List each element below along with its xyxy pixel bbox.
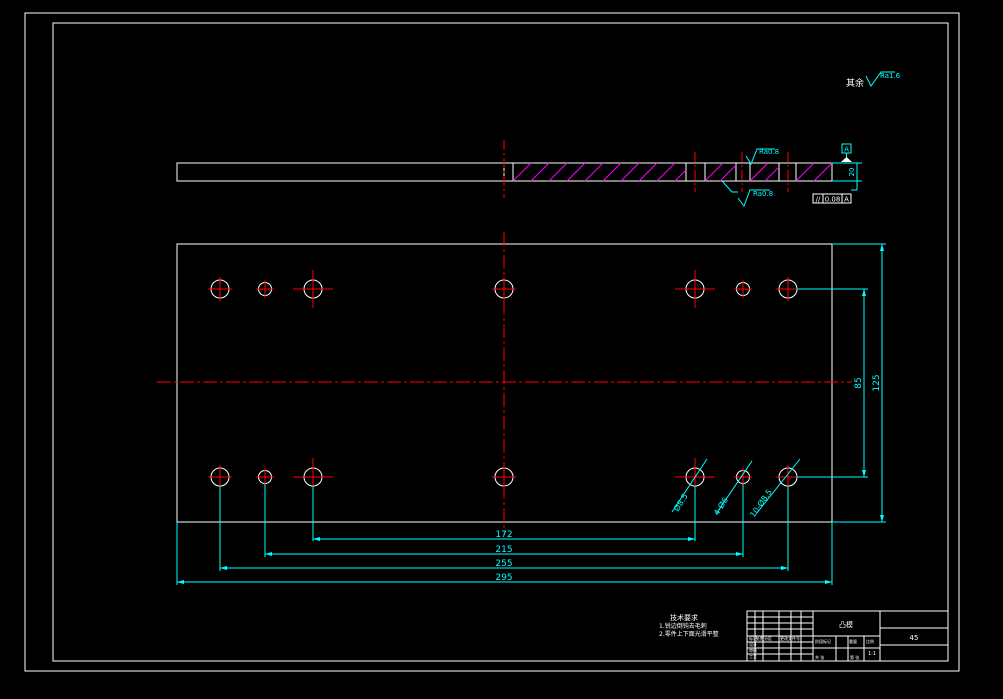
side-thickness-text: 20 xyxy=(848,168,856,177)
tb-sheets: 共 张 xyxy=(815,654,824,660)
horizontal-dimensions xyxy=(176,484,833,585)
roughness-top-text: Ra0.8 xyxy=(759,148,779,156)
roughness-symbol-icon xyxy=(865,71,895,87)
hole-callout-c-text: 10-Ø8.5 xyxy=(747,487,774,519)
tb-ratio: 比例 xyxy=(866,638,874,644)
tb-mark1: 标记 xyxy=(749,635,757,641)
tb-weight: 重量 xyxy=(849,638,857,644)
drawing-frame xyxy=(24,12,960,672)
side-view-centerlines xyxy=(503,140,789,198)
flatness-tolerance-text: 0.08 xyxy=(825,196,841,204)
flatness-datum-text: A xyxy=(844,196,849,204)
global-roughness-note: 其余 Ra1.6 xyxy=(846,71,901,89)
roughness-bottom-icon xyxy=(737,189,770,208)
tech-notes-line2: 2.零件上下面光滑平整 xyxy=(659,630,719,638)
dim-215-text: 215 xyxy=(495,545,512,555)
dim-85-text: 85 xyxy=(854,377,864,388)
dim-125-text: 125 xyxy=(872,374,882,391)
tb-craft: 工艺 xyxy=(749,654,757,659)
roughness-prefix-text: 其余 xyxy=(846,77,864,89)
roughness-top-icon xyxy=(745,148,775,166)
hole-callout-a-text: Ø8.5 xyxy=(671,492,690,513)
tb-scale: 1:1 xyxy=(868,651,876,657)
flatness-frame: // 0.08 A xyxy=(812,181,858,204)
vertical-dimensions xyxy=(797,243,886,523)
roughness-global-text: Ra1.6 xyxy=(880,72,901,80)
outer-border xyxy=(24,12,960,672)
tb-stage: 阶段标记 xyxy=(815,638,831,644)
hole-callout-b-text: 4-Ø6 xyxy=(711,495,730,517)
tb-part-name: 凸模 xyxy=(839,620,853,629)
tb-mark4: 更改文件号 xyxy=(780,635,800,641)
tech-notes-title: 技术要求 xyxy=(670,613,698,622)
tb-mark2: 处数 xyxy=(756,635,764,641)
vertical-dimension-arrows xyxy=(862,244,884,522)
flatness-symbol: // xyxy=(816,196,821,204)
tb-check: 审核 xyxy=(749,647,757,653)
technical-notes: 技术要求 1.锐边倒钝去毛刺 2.零件上下面光滑平整 xyxy=(659,613,719,638)
title-block: 标记 处数 分区 更改文件号 设计 审核 工艺 凸模 45 阶段标记 重量 比例… xyxy=(746,610,949,662)
tb-design: 设计 xyxy=(749,641,757,647)
horizontal-dimension-arrows xyxy=(177,537,832,584)
datum-label: A xyxy=(844,146,849,154)
dim-295-text: 295 xyxy=(495,573,512,583)
front-view: 172 215 255 295 85 125 Ø8.5 4-Ø6 10-Ø8.5 xyxy=(157,232,886,585)
side-view: Ra0.8 Ra0.8 A 20 // 0.08 A xyxy=(176,140,862,208)
dim-172-text: 172 xyxy=(495,530,512,540)
inner-border xyxy=(52,22,949,662)
datum-triangle-icon xyxy=(841,157,852,162)
tb-mark3: 分区 xyxy=(764,635,772,641)
dim-255-text: 255 xyxy=(495,559,512,569)
roughness-bottom-text: Ra0.8 xyxy=(753,190,773,198)
side-thickness-dimension xyxy=(832,162,862,182)
side-view-hatching xyxy=(512,162,833,182)
tb-material: 45 xyxy=(910,634,919,642)
tech-notes-line1: 1.锐边倒钝去毛刺 xyxy=(659,622,707,630)
hole-callout-leaders xyxy=(671,458,801,515)
tb-sheet: 第 张 xyxy=(850,654,859,660)
roughness-bottom-leader xyxy=(721,180,738,193)
